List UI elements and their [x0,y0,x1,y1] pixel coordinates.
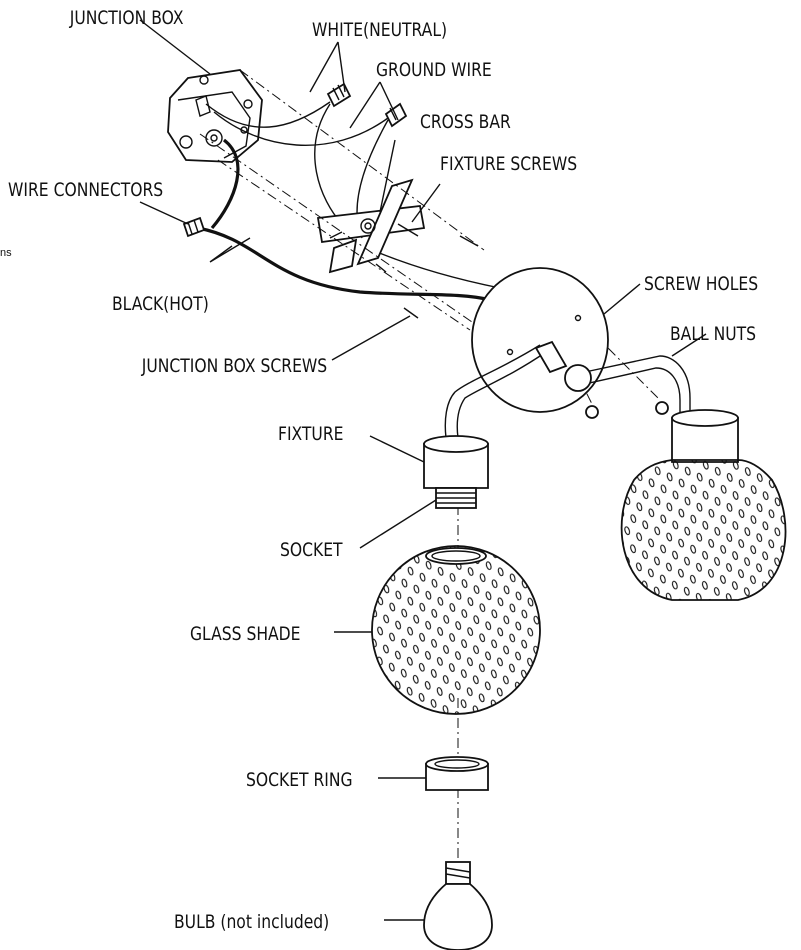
fixture-screw [397,223,479,247]
label-edge-fragment: ns [0,247,12,259]
cross-bar [316,178,426,274]
wire-connector [182,216,206,238]
label-junction-box: JUNCTION BOX [69,8,184,30]
ball-nut [585,401,669,419]
label-fixture-screws: FIXTURE SCREWS [440,154,577,176]
label-screw-holes: SCREW HOLES [644,274,758,296]
fixture-arm [444,340,691,439]
label-bulb: BULB (not included) [174,912,329,934]
right-glass-shade [620,459,787,601]
leader-lines [139,19,707,921]
label-black-hot: BLACK(HOT) [112,294,209,316]
wire-connector [326,82,352,108]
bulb [423,861,493,950]
label-socket: SOCKET [280,540,343,562]
label-socket-ring: SOCKET RING [246,770,353,792]
label-fixture: FIXTURE [278,424,344,446]
fixture-cup [423,435,489,489]
label-wire-connectors: WIRE CONNECTORS [8,180,163,202]
label-ground-wire: GROUND WIRE [376,60,492,82]
glass-shade [371,545,541,715]
junction-box [167,69,263,163]
label-cross-bar: CROSS BAR [420,112,511,134]
label-white-neutral: WHITE(NEUTRAL) [312,20,447,42]
canopy [471,267,609,413]
socket-ring [425,756,489,791]
label-ball-nuts: BALL NUTS [670,324,756,346]
socket-thread [435,487,477,509]
right-fixture-cup [671,409,739,463]
junction-box-screw [329,231,419,319]
label-glass-shade: GLASS SHADE [190,624,301,646]
label-junction-box-screws: JUNCTION BOX SCREWS [141,356,327,378]
